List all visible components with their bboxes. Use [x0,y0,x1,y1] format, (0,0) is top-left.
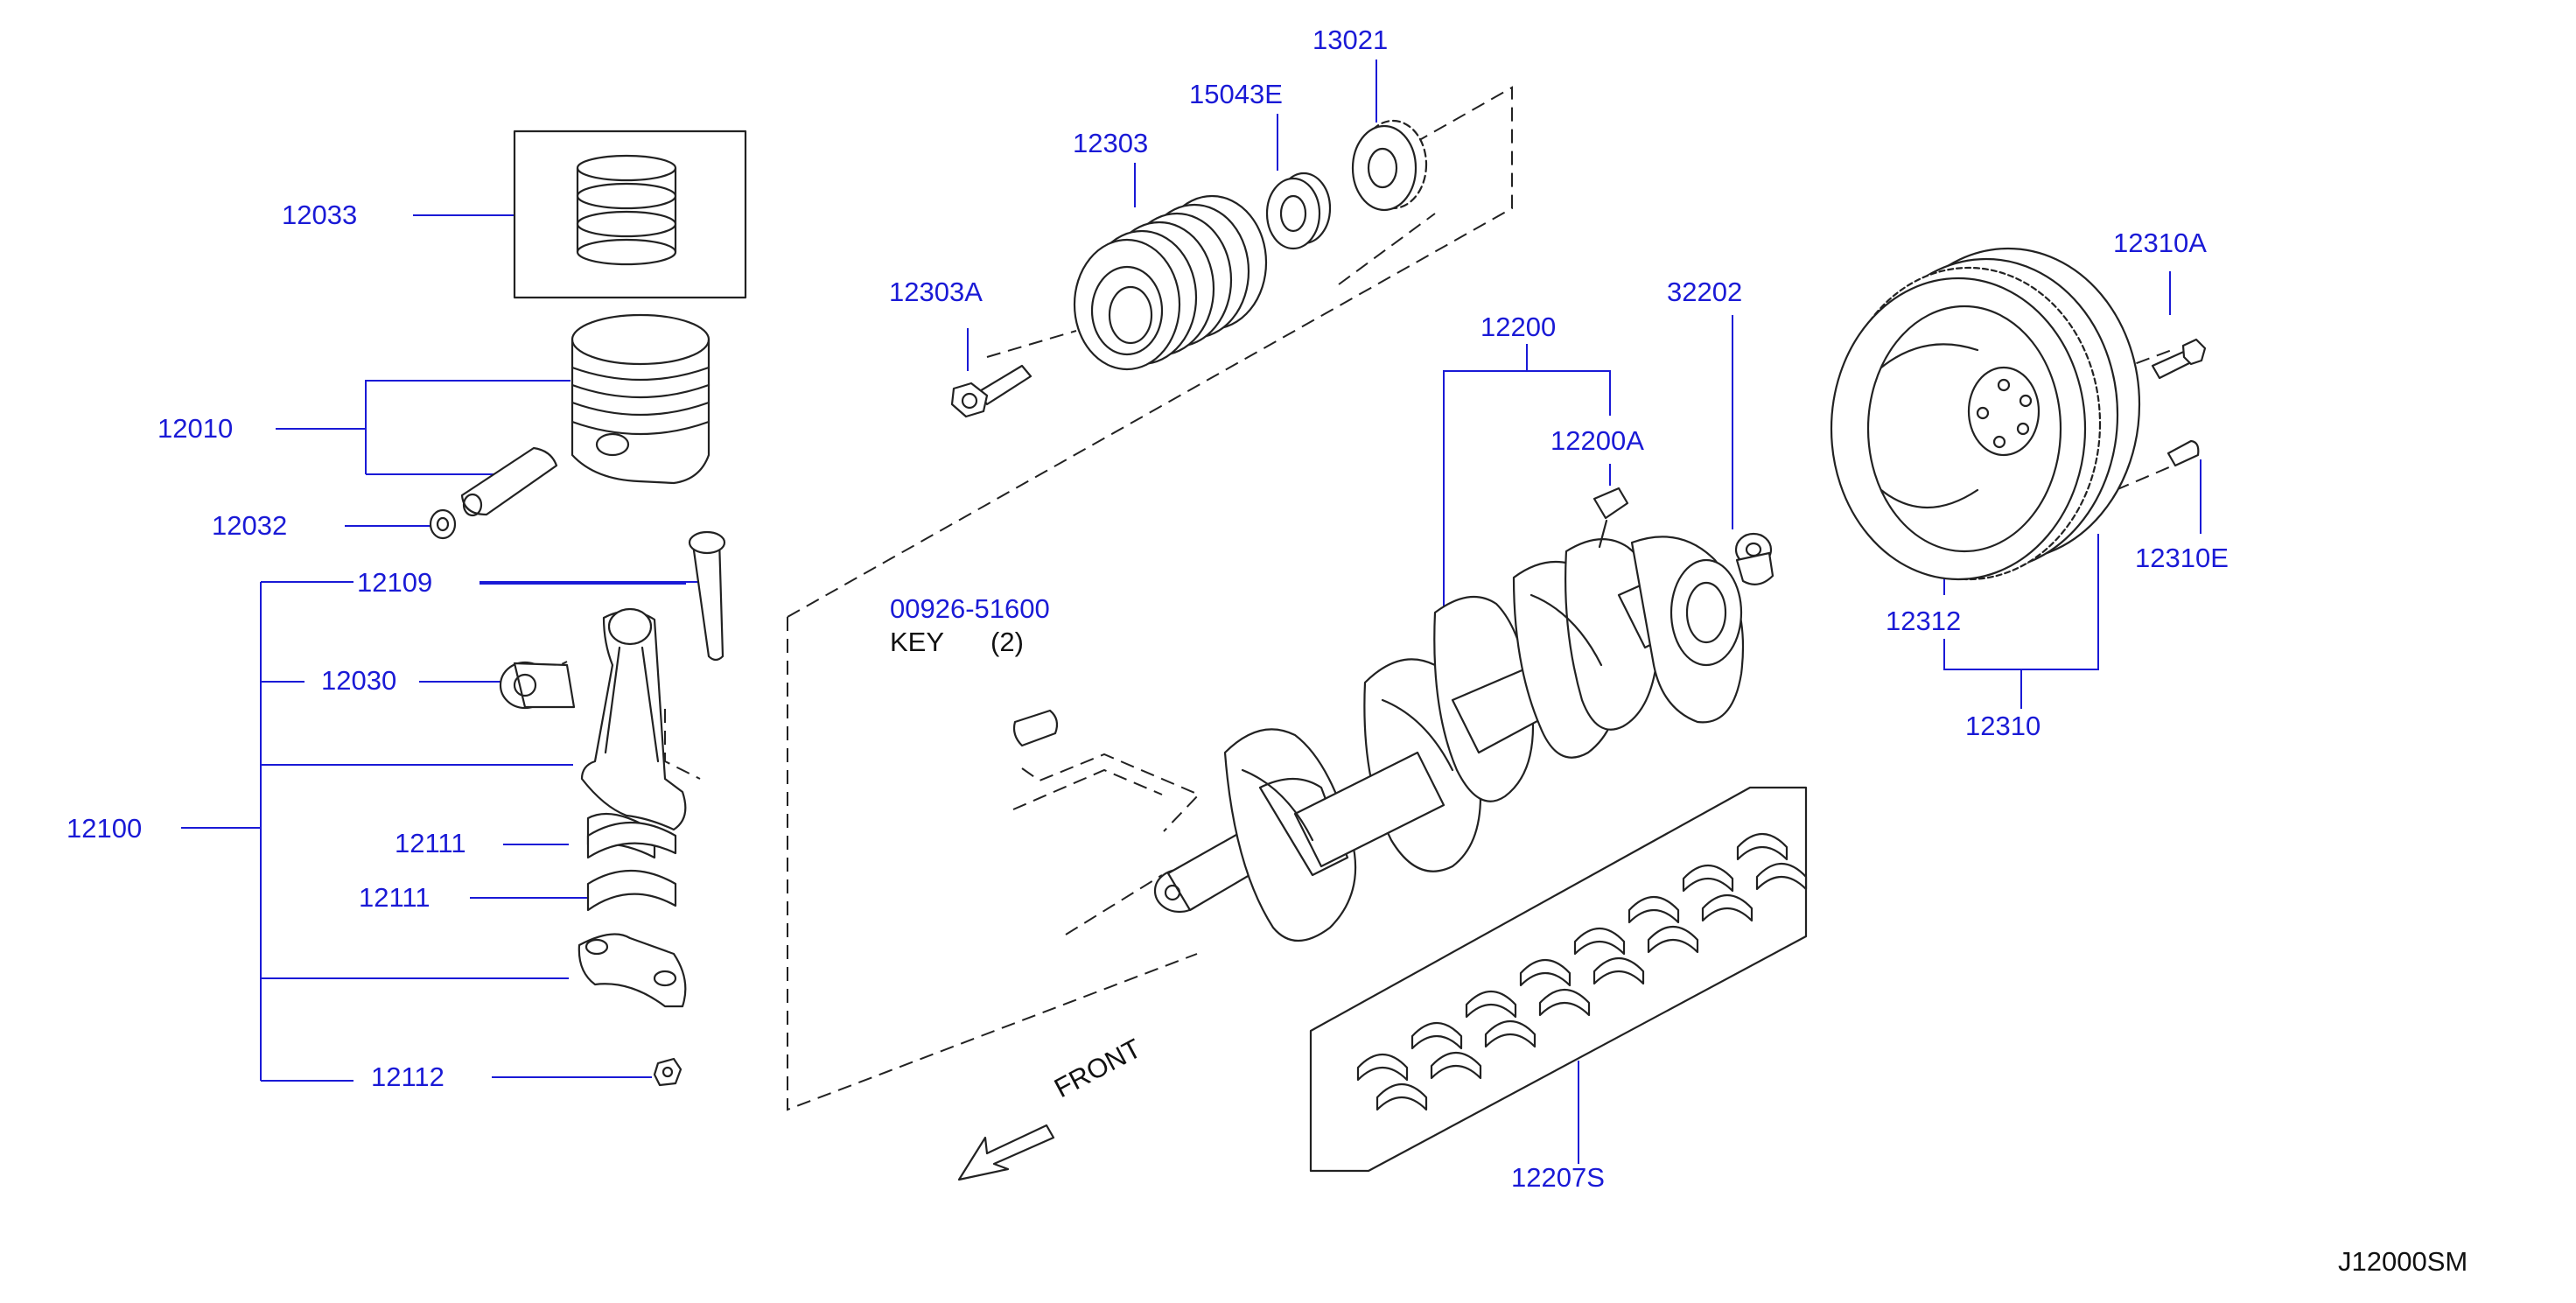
bearing-shell [1484,1020,1536,1048]
bearing-shell [1755,863,1808,891]
key-description: KEY [890,627,945,657]
part-label-32202[interactable]: 32202 [1667,277,1743,307]
part-label-12303[interactable]: 12303 [1073,128,1149,158]
part-label-12109[interactable]: 12109 [357,567,433,598]
bearing-shells [1356,833,1808,1111]
bearing-shell [1465,991,1517,1019]
part-label-12100[interactable]: 12100 [66,813,143,844]
bearing-shell [1538,989,1591,1017]
bearing-shell [1376,1083,1428,1111]
bearing-shell [1592,957,1645,985]
bearing-shell [1682,865,1734,893]
part-label-12200[interactable]: 12200 [1480,312,1557,342]
key-quantity: (2) [990,627,1024,657]
leader-lines [181,60,2202,1164]
bearing-shell [1356,1054,1409,1082]
connecting-rod-drawing [499,530,726,1087]
piston-ring-set-drawing [513,130,747,299]
crankshaft-drawing [1012,487,1745,942]
part-label-12207S[interactable]: 12207S [1511,1162,1605,1193]
part-label-12310E[interactable]: 12310E [2135,543,2229,573]
main-bearing-set-drawing [1309,786,1808,1173]
part-label-12112[interactable]: 12112 [371,1061,444,1092]
part-label-12200A[interactable]: 12200A [1550,425,1644,456]
crankshaft-sprocket-drawing [1351,119,1428,212]
crankshaft-pulley-drawing [1073,194,1268,371]
part-label-12111-upper[interactable]: 12111 [395,828,466,858]
bearing-shell [1647,926,1699,954]
bearing-shell [1430,1052,1482,1080]
part-label-15043E[interactable]: 15043E [1189,79,1283,109]
bearing-shell [1573,928,1626,956]
part-label-13021[interactable]: 13021 [1312,25,1389,55]
part-label-12010[interactable]: 12010 [158,413,234,444]
part-label-12303A[interactable]: 12303A [889,277,983,307]
front-arrow-icon [957,1124,1055,1181]
piston-drawing [429,313,710,540]
bearing-shell [1519,959,1572,987]
pilot-bushing-drawing [1734,532,1774,585]
oil-pump-spacer-drawing [1265,172,1332,250]
part-label-12032[interactable]: 12032 [212,510,288,541]
bearing-shell [1410,1022,1463,1050]
part-label-12310A[interactable]: 12310A [2113,228,2207,258]
pulley-bolt-drawing [950,364,1032,418]
part-label-12111-lower[interactable]: 12111 [359,882,430,913]
part-label-12312[interactable]: 12312 [1886,606,1962,636]
part-label-12033[interactable]: 12033 [282,200,358,230]
bearing-shell [1701,894,1754,922]
part-label-12030[interactable]: 12030 [321,665,397,696]
bearing-shell [1736,833,1788,861]
key-part-number[interactable]: 00926-51600 [890,593,1050,624]
flywheel-drawing [1830,247,2207,581]
part-label-12310[interactable]: 12310 [1965,711,2041,741]
bearing-shell [1628,896,1680,924]
diagram-code: J12000SM [2338,1246,2468,1277]
assembly-dashed-lines [542,86,2188,1111]
